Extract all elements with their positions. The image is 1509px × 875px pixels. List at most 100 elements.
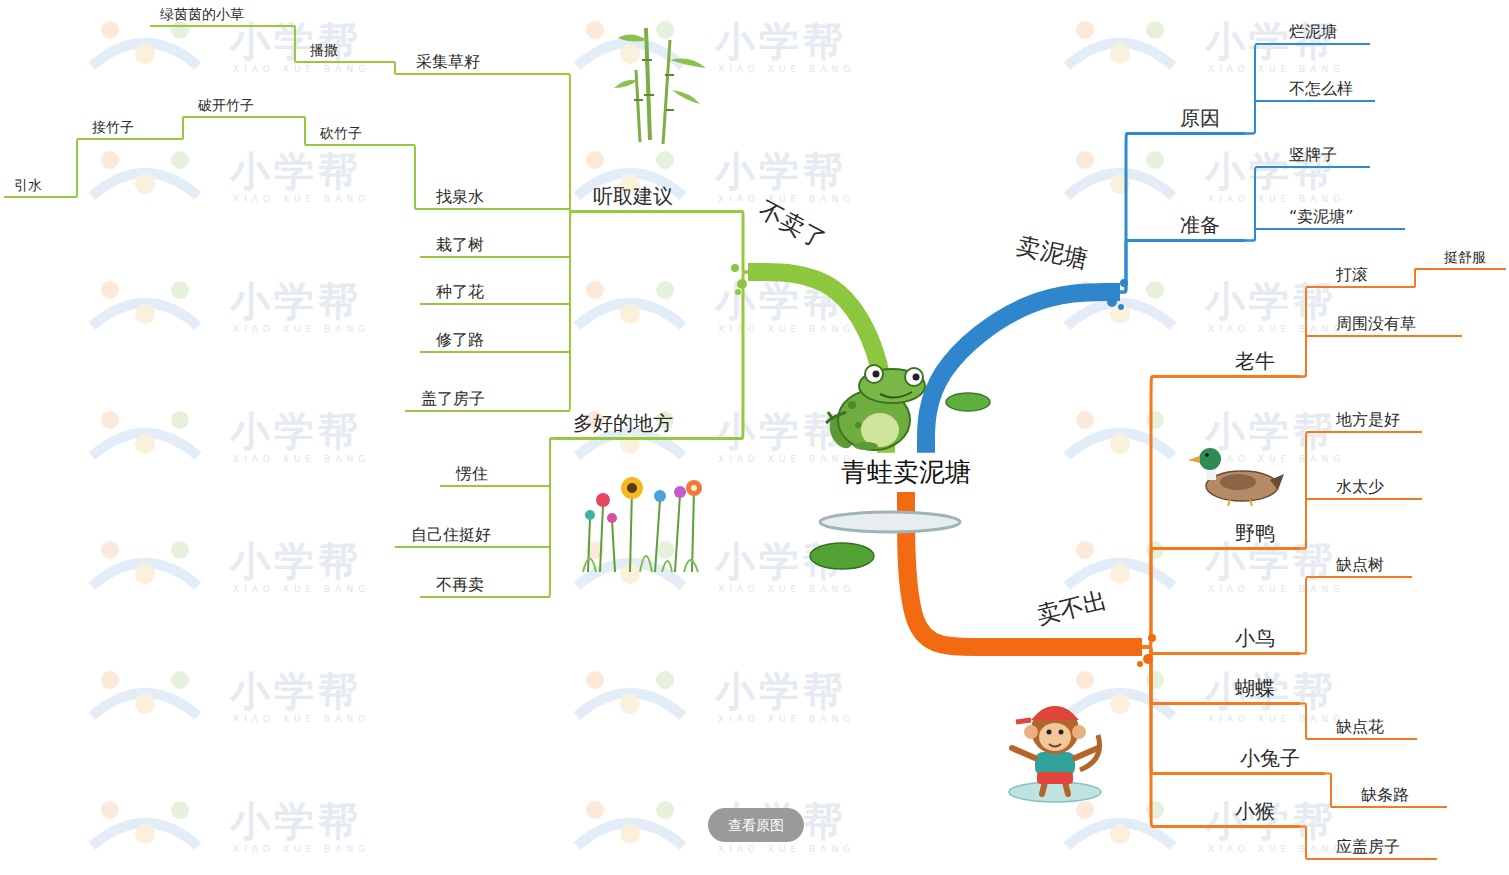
watermark: 小学帮 — [230, 534, 362, 589]
subtopic: 引水 — [4, 175, 72, 198]
watermark: XIAO XUE BANG — [233, 64, 370, 74]
subtopic: 自己住挺好 — [395, 523, 545, 548]
subtopic: 竖牌子 — [1265, 143, 1370, 168]
subtopic: 小兔子 — [1160, 744, 1325, 775]
subtopic: 修了路 — [420, 328, 565, 353]
watermark: 小学帮 — [230, 274, 362, 329]
watermark-logo — [92, 21, 1173, 846]
watermark-text: XIAO XUE BANG — [233, 454, 370, 464]
topic-text: 自己住挺好 — [411, 525, 491, 544]
frog-illustration-part — [865, 365, 883, 383]
subtopic: 破开竹子 — [188, 95, 300, 118]
subtopic: 多好的地方 — [555, 409, 738, 440]
topic-text: 挺舒服 — [1444, 249, 1486, 266]
watermark-text: 小学帮 — [230, 794, 362, 849]
watermark: XIAO XUE BANG — [718, 584, 855, 594]
branch-line — [1245, 101, 1265, 134]
watermark-text: 小学帮 — [230, 144, 362, 199]
topic-text: 准备 — [1180, 213, 1220, 237]
watermark: 小学帮 — [715, 144, 847, 199]
branch-line — [390, 62, 400, 74]
topic-text: 种了花 — [436, 282, 484, 301]
subtopic: 采集草籽 — [400, 50, 565, 75]
pond-illustration-part — [946, 393, 990, 411]
watermark-logo-part — [92, 411, 198, 456]
flowers-illustration — [583, 477, 702, 572]
watermark-text: 小学帮 — [715, 144, 847, 199]
splash-illustration-part — [1137, 661, 1143, 667]
monkey-illustration — [1009, 706, 1101, 802]
subtopic: 盖了房子 — [405, 387, 565, 412]
flowers-illustration-part — [596, 493, 610, 507]
subtopic: 播撒 — [300, 40, 390, 63]
subtopic: 缺点树 — [1312, 553, 1412, 578]
splash-illustration-part — [1118, 304, 1124, 310]
topic-text: 水太少 — [1336, 477, 1384, 496]
topic-text: 愣住 — [456, 464, 488, 483]
pond-illustration-part — [810, 543, 874, 569]
topic-text: 不怎么样 — [1289, 79, 1353, 98]
watermark-text: 小学帮 — [230, 404, 362, 459]
watermark-text: 小学帮 — [715, 14, 847, 69]
monkey-illustration-part — [1031, 706, 1079, 720]
watermark: 小学帮 — [230, 144, 362, 199]
subtopic: 砍竹子 — [310, 123, 410, 146]
subtopic: 缺条路 — [1337, 783, 1447, 808]
watermark: XIAO XUE BANG — [233, 324, 370, 334]
subtopic: 水太少 — [1312, 475, 1422, 500]
subtopic: 听取建议 — [575, 182, 738, 213]
topic-text: 小兔子 — [1240, 746, 1300, 770]
flowers-illustration-part — [627, 483, 637, 493]
topic-text: 周围没有草 — [1336, 314, 1416, 333]
topic-text: 小猴 — [1235, 799, 1275, 823]
topic-text: 青蛙卖泥塘 — [841, 457, 971, 488]
topic-text: 盖了房子 — [421, 389, 485, 408]
subtopic: 应盖房子 — [1312, 835, 1437, 860]
flowers-illustration-part — [686, 480, 702, 496]
branch-line — [290, 26, 300, 62]
watermark: XIAO XUE BANG — [1208, 584, 1345, 594]
watermark-logo-part — [92, 281, 198, 326]
watermark-logo-part — [577, 671, 683, 716]
watermark: XIAO XUE BANG — [718, 324, 855, 334]
watermark-text: XIAO XUE BANG — [233, 64, 370, 74]
branch-line — [1300, 432, 1312, 549]
topic-text: 缺点树 — [1336, 555, 1384, 574]
watermark-logo-part — [92, 151, 198, 196]
subtopic: 找泉水 — [420, 185, 565, 210]
topic-text: 打滚 — [1336, 265, 1368, 284]
branch-line — [1245, 167, 1265, 241]
monkey-illustration-part — [1049, 744, 1061, 747]
bamboo-illustration-part — [614, 80, 638, 88]
splash-illustration — [731, 264, 1156, 667]
watermark: XIAO XUE BANG — [1208, 194, 1345, 204]
watermark: XIAO XUE BANG — [233, 844, 370, 854]
subtopic: 种了花 — [420, 280, 565, 305]
main-branch-topic: 卖泥塘 — [1008, 225, 1120, 292]
watermark-text: XIAO XUE BANG — [718, 64, 855, 74]
branch-line — [738, 272, 748, 439]
topic-text: 砍竹子 — [320, 125, 362, 142]
topic-text: 栽了树 — [436, 235, 484, 254]
watermark-logo-part — [1067, 21, 1173, 66]
subtopic: 原因 — [1132, 104, 1245, 135]
topic-text: 找泉水 — [436, 187, 484, 206]
watermark-text: XIAO XUE BANG — [233, 194, 370, 204]
watermark: 小学帮 — [230, 664, 362, 719]
topic-text: 播撒 — [310, 42, 338, 59]
subtopic: 周围没有草 — [1312, 312, 1462, 337]
flowers-illustration-part — [691, 485, 697, 491]
branch-line — [1300, 499, 1312, 549]
subtopic: 不再卖 — [420, 573, 545, 598]
branch-line — [1142, 377, 1160, 648]
watermark-logo-part — [1067, 411, 1173, 456]
topic-text: 小鸟 — [1235, 626, 1275, 650]
topic-text: 引水 — [14, 177, 42, 194]
watermark-text: XIAO XUE BANG — [233, 324, 370, 334]
branch-line — [1300, 827, 1312, 860]
watermark-logo-part — [92, 541, 198, 586]
duck-illustration-part — [1220, 474, 1256, 490]
topic-text: 接竹子 — [92, 119, 134, 136]
frog-illustration-part — [855, 422, 861, 428]
